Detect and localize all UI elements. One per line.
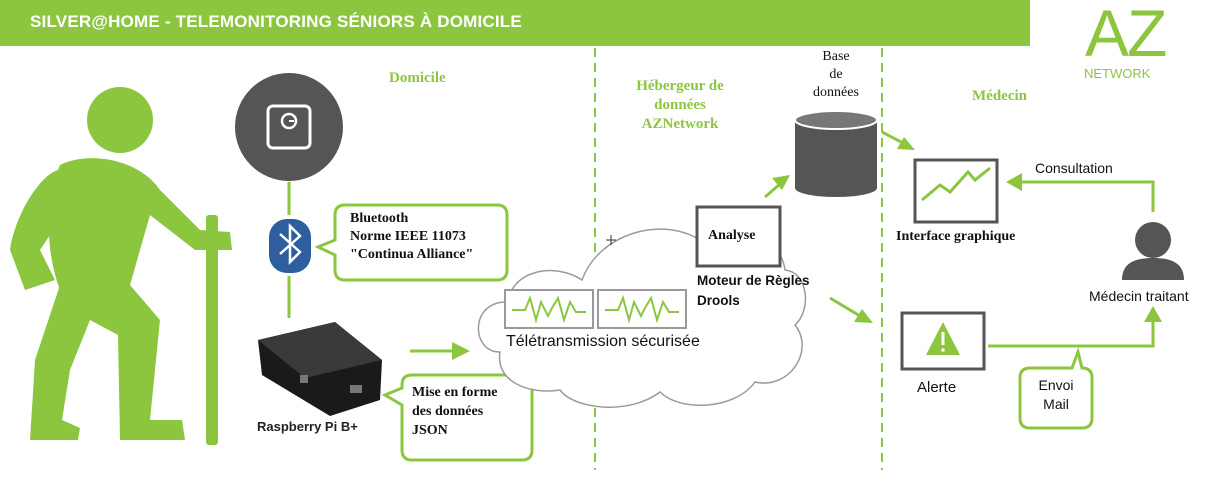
elderly-person-icon	[10, 87, 232, 445]
envoi-mail-label: Envoi Mail	[1038, 377, 1074, 412]
telemetry-box-2	[597, 289, 687, 329]
scale-icon	[235, 73, 343, 181]
cursor-cross-icon	[606, 235, 616, 245]
header-banner	[0, 0, 1030, 46]
doctor-icon	[1122, 222, 1184, 280]
arrow-raspberry-cloud	[410, 342, 470, 360]
alert-icon	[900, 311, 986, 371]
arrow-database-interface	[881, 130, 915, 150]
section-hebergeur: Hébergeur de données AZNetwork	[636, 78, 724, 132]
analyse-box	[695, 205, 782, 268]
arrow-moteur-alerte	[829, 296, 873, 323]
bluetooth-callout-box	[314, 203, 509, 282]
cloud-label: Télétransmission sécurisée	[506, 333, 700, 350]
medecin-traitant-label: Médecin traitant	[1089, 288, 1189, 304]
chart-monitor-icon	[913, 158, 999, 224]
analyse-label: Analyse	[708, 228, 756, 243]
telemetry-box-1	[504, 289, 594, 329]
envoi-mail-callout-box	[1018, 346, 1094, 430]
raspberry-pi-icon	[258, 322, 382, 416]
database-icon	[794, 110, 878, 197]
arrow-analyse-database	[764, 175, 790, 199]
interface-label: Interface graphique	[896, 229, 1016, 244]
consultation-label: Consultation	[1035, 160, 1113, 176]
bluetooth-icon	[269, 219, 311, 273]
alerte-label: Alerte	[917, 379, 957, 396]
arrow-consultation	[1006, 173, 1155, 212]
moteur-label: Moteur de Règles Drools	[697, 273, 810, 308]
bluetooth-callout-text: Bluetooth Norme IEEE 11073 "Continua All…	[350, 211, 474, 262]
arrow-alerte-medecin	[988, 306, 1162, 348]
logo-subtitle: NETWORK	[1084, 66, 1151, 81]
raspberry-label: Raspberry Pi B+	[257, 419, 358, 434]
section-medecin: Médecin	[972, 88, 1027, 104]
logo: AZ	[1085, 0, 1167, 70]
database-label: Base de données	[813, 49, 859, 100]
json-callout-text: Mise en forme des données JSON	[412, 385, 498, 438]
section-domicile: Domicile	[389, 70, 446, 86]
page-title: SILVER@HOME - TELEMONITORING SÉNIORS À D…	[30, 12, 522, 31]
